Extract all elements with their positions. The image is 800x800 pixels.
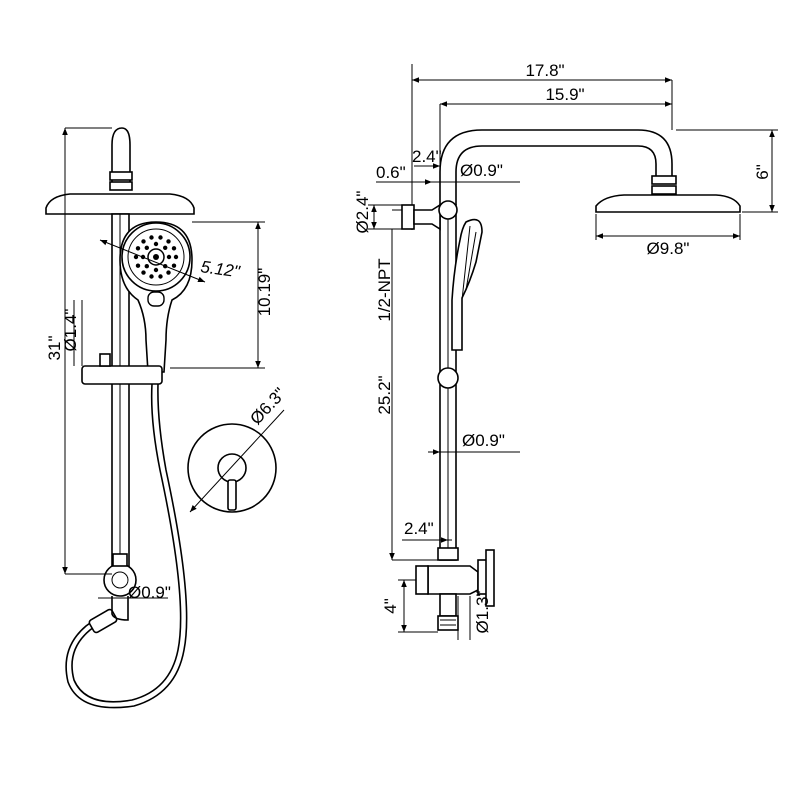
nozzle-dot xyxy=(141,270,146,275)
front-view: 31" 10.19" 5.12" Ø1.4" Ø0.9" Ø6.3" xyxy=(45,127,290,709)
nozzle-dot xyxy=(149,235,154,240)
dim-head-drop: 6" xyxy=(753,164,772,180)
dim-riser-diameter: Ø0.9" xyxy=(462,431,505,450)
dim-overall-height: 31" xyxy=(45,336,64,361)
top-shower-arm xyxy=(111,127,131,190)
nozzle-dot xyxy=(144,245,149,250)
bracket-collar xyxy=(438,200,458,220)
side-arm-nut-lower xyxy=(651,185,677,195)
side-slider xyxy=(437,367,459,389)
nozzle-dot xyxy=(163,245,168,250)
hand-shower-front xyxy=(119,221,193,373)
nozzle-dot xyxy=(171,246,177,251)
nozzle-dot xyxy=(135,263,141,268)
nozzle-dot xyxy=(141,239,146,244)
nozzle-dot xyxy=(144,264,149,269)
thread-spec: 1/2-NPT xyxy=(375,258,394,321)
nozzle-dot xyxy=(166,270,171,275)
diverter-outlet xyxy=(111,596,129,621)
nozzle-dot xyxy=(153,241,159,247)
dim-riser-length: 25.2" xyxy=(375,375,394,414)
hose-connector xyxy=(88,608,118,634)
side-arm-nut xyxy=(651,175,677,185)
hand-shower-side xyxy=(451,218,483,351)
dim-bottom-diameter: Ø0.9" xyxy=(128,583,171,602)
nozzle-dot xyxy=(135,246,141,251)
hose xyxy=(71,383,182,703)
nozzle-dot xyxy=(173,254,179,260)
dim-rail-diameter: Ø1.4" xyxy=(61,309,80,352)
dim-valve-height: 4" xyxy=(381,598,400,614)
side-top-arm-inner xyxy=(455,145,657,205)
dim-bracket-diameter: Ø2.4" xyxy=(353,191,372,234)
slide-bracket xyxy=(81,365,163,385)
wall-bracket-plate xyxy=(401,204,415,230)
dim-outlet-diameter: Ø1.3" xyxy=(473,591,492,634)
valve-top-nut xyxy=(437,547,459,561)
valve-trim-plate xyxy=(187,423,277,513)
nozzle-dot xyxy=(166,254,172,260)
side-bottom-valve xyxy=(415,547,495,631)
wall-bracket-arm xyxy=(413,203,441,231)
nozzle-dot xyxy=(153,267,159,273)
side-view: 17.8" 15.9" 6" Ø9.8" 2.4" 0.6" Ø0.9" Ø2.… xyxy=(353,61,778,640)
nozzle-dot xyxy=(158,274,163,279)
diverter-nut xyxy=(112,553,128,567)
bracket-knob xyxy=(99,353,111,367)
nozzle-dot xyxy=(166,239,171,244)
side-top-arm xyxy=(439,129,673,205)
rain-head-front xyxy=(45,193,195,215)
nozzle-dot xyxy=(149,274,154,279)
rain-head-side xyxy=(595,194,741,213)
dim-top-pipe-diameter: Ø0.9" xyxy=(460,161,503,180)
dim-valve-offset: 2.4" xyxy=(404,519,434,538)
dim-wall-offset: 0.6" xyxy=(376,163,406,182)
dim-top-offset: 2.4" xyxy=(412,147,442,166)
dim-handshower-face: 5.12" xyxy=(199,257,241,281)
nozzle-dot xyxy=(171,263,177,268)
dim-head-diameter: Ø9.8" xyxy=(647,239,690,258)
hose-outer xyxy=(65,383,188,709)
dim-total-reach: 17.8" xyxy=(525,61,564,80)
dim-arm-reach: 15.9" xyxy=(545,85,584,104)
dim-handshower-height: 10.19" xyxy=(255,268,274,317)
arm-nut xyxy=(109,171,133,181)
dim-valve-plate: Ø6.3" xyxy=(246,384,289,428)
arm-nut-lower xyxy=(109,181,133,191)
valve-lever xyxy=(227,479,237,511)
nozzle-dot xyxy=(158,235,163,240)
